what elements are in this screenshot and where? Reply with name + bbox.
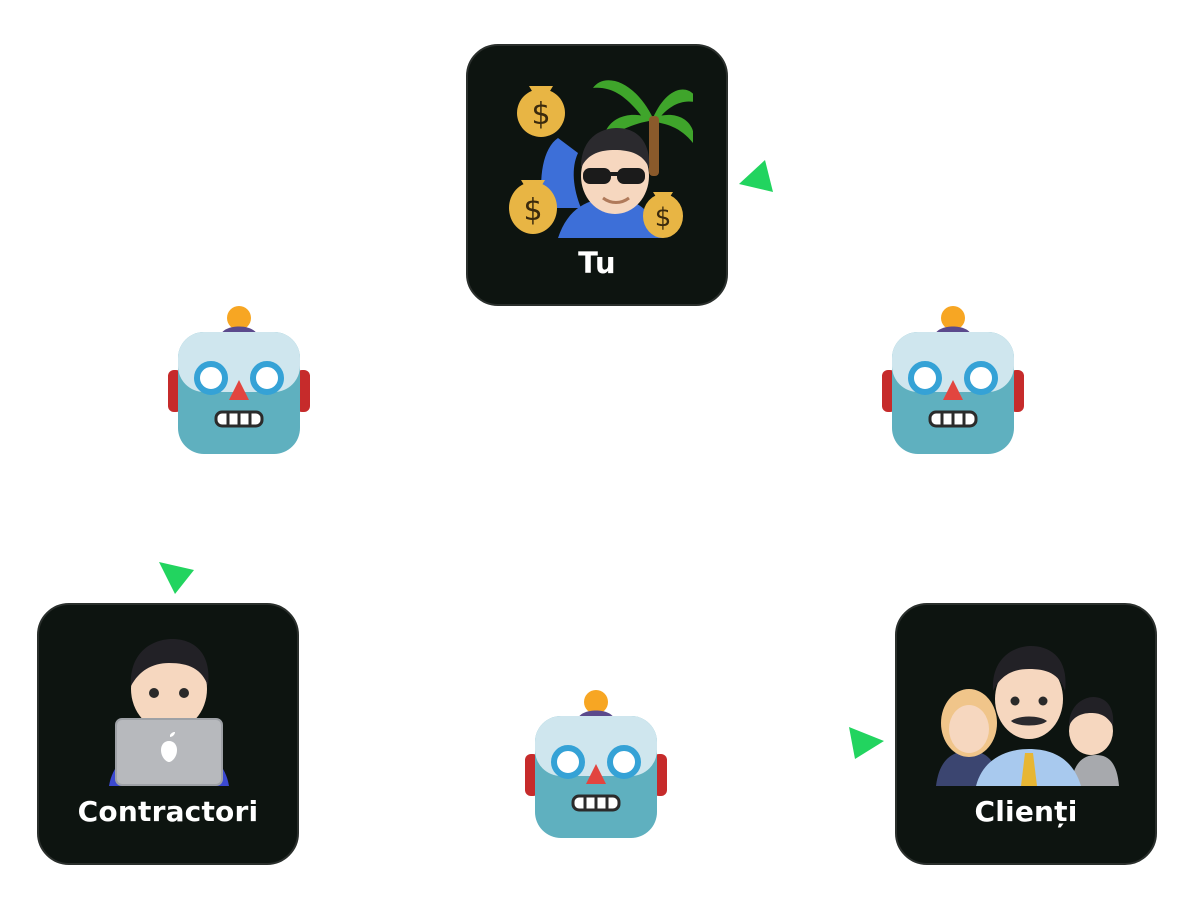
svg-text:$: $ xyxy=(523,193,542,228)
robot-icon xyxy=(525,690,667,838)
svg-text:$: $ xyxy=(655,203,672,233)
robot-icon xyxy=(168,306,310,454)
svg-text:$: $ xyxy=(531,97,550,132)
node-clienti: Clienți xyxy=(895,603,1157,865)
node-contractori: Contractori xyxy=(37,603,299,865)
arrow-head-icon xyxy=(739,160,773,192)
person-laptop-icon xyxy=(109,639,229,786)
family-group-icon xyxy=(936,646,1119,786)
node-label: Tu xyxy=(578,246,616,280)
robot-icon xyxy=(882,306,1024,454)
node-label: Clienți xyxy=(974,795,1078,828)
node-label: Contractori xyxy=(77,795,259,828)
arrow-head-icon xyxy=(849,727,884,759)
arrow-head-icon xyxy=(159,562,194,594)
node-tu: $ $ $ Tu xyxy=(466,44,728,306)
money-bags-palm-person-icon: $ $ $ xyxy=(509,80,693,238)
